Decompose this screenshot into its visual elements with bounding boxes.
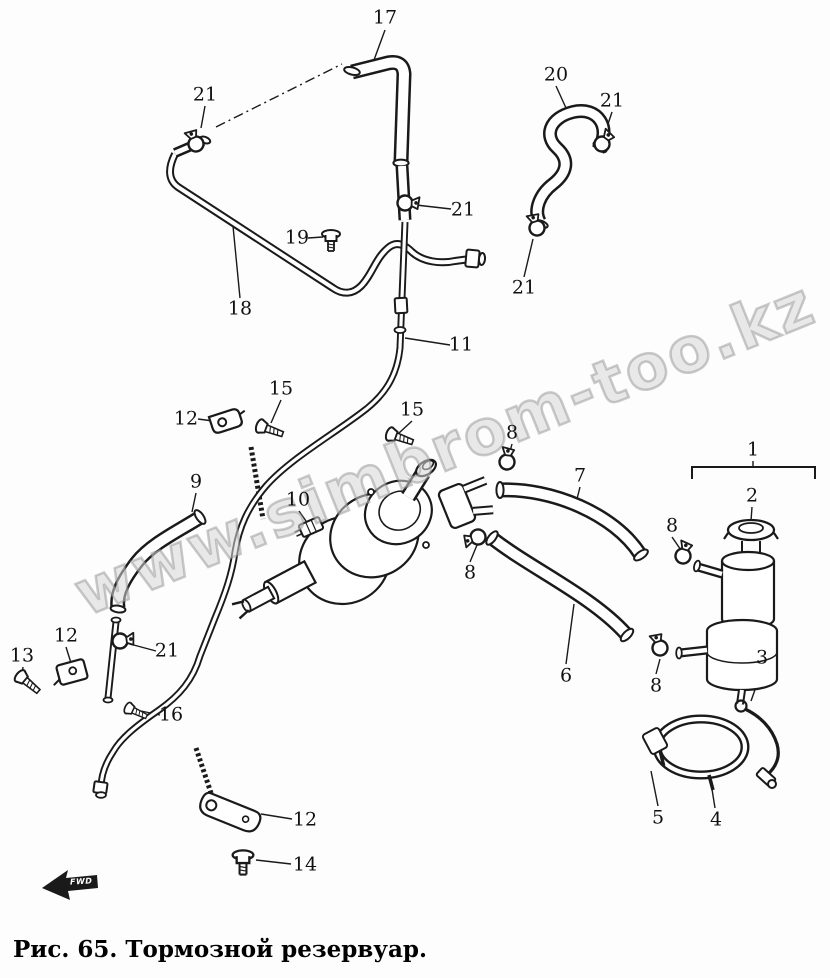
fwd-arrow-icon — [42, 870, 98, 900]
connector-hose — [395, 165, 412, 221]
screw-15-b — [383, 425, 416, 450]
bracket-12-b — [53, 658, 89, 686]
clamp-21-c — [395, 193, 421, 213]
pipe-11 — [92, 221, 409, 799]
bracket-12-a — [207, 408, 246, 434]
pipe-18 — [166, 135, 487, 297]
fitting-10 — [294, 516, 325, 538]
bracket-1 — [691, 466, 816, 479]
stud-dotted-b — [193, 747, 215, 797]
pipe-stub — [102, 616, 122, 704]
stud-dotted-a — [248, 446, 266, 520]
hose-7 — [495, 481, 649, 562]
wire-3 — [734, 699, 780, 789]
hose-6 — [485, 530, 635, 643]
clamp-8-a — [497, 445, 519, 472]
reservoir-assembly — [675, 466, 816, 705]
clamp-21-e — [110, 631, 136, 651]
screw-13 — [11, 667, 44, 698]
screw-15-a — [253, 417, 286, 442]
figure-caption: Рис. 65. Тормозной резервуар. — [13, 936, 427, 963]
diagram-artwork — [11, 29, 816, 876]
fwd-label: FWD — [69, 876, 93, 887]
master-cylinder — [231, 458, 494, 620]
hose-17 — [343, 55, 412, 168]
hose-20 — [530, 104, 611, 229]
clamp-21-b — [590, 127, 618, 156]
hose-9 — [109, 509, 207, 614]
cap-2 — [723, 518, 779, 542]
bracket-12-c — [199, 791, 262, 833]
clamp-8-d — [647, 631, 671, 659]
fwd-direction-arrow: FWD — [40, 866, 100, 902]
bolt-14 — [231, 849, 255, 876]
bolt-19 — [321, 229, 341, 252]
centerline — [215, 63, 343, 128]
clamp-band-4-5 — [641, 714, 750, 791]
clamp-8-b — [461, 526, 489, 550]
